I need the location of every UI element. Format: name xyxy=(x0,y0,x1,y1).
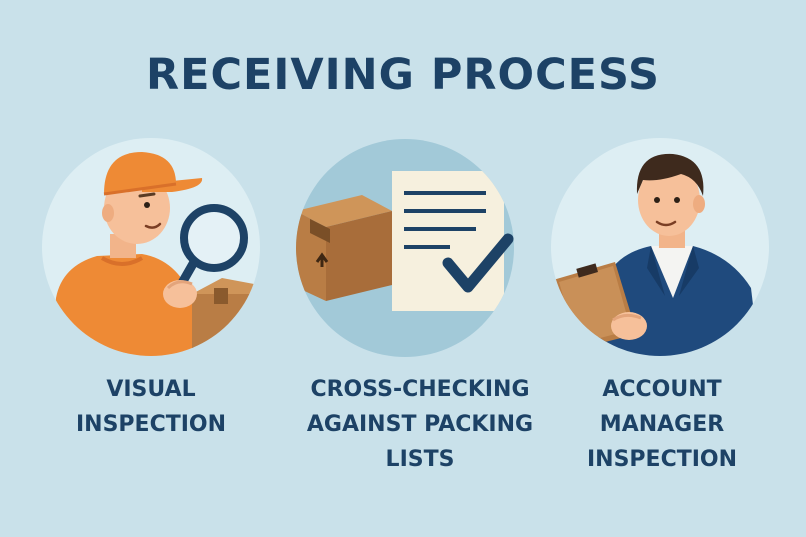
account-manager-illustration xyxy=(551,138,769,356)
label-line: AGAINST PACKING xyxy=(306,412,534,437)
step-label-visual-inspection: VISUAL INSPECTION xyxy=(21,372,281,442)
visual-inspection-illustration xyxy=(42,138,260,356)
worker-with-magnifier-icon xyxy=(52,152,254,356)
label-line: INSPECTION xyxy=(586,447,738,472)
label-line: INSPECTION xyxy=(75,412,227,437)
box-and-checklist-icon xyxy=(296,171,514,311)
label-line: CROSS-CHECKING xyxy=(310,377,530,402)
step-label-cross-checking: CROSS-CHECKING AGAINST PACKING LISTS xyxy=(290,372,550,477)
label-line: ACCOUNT xyxy=(602,377,722,402)
manager-with-clipboard-icon xyxy=(553,153,759,356)
label-line: VISUAL xyxy=(106,377,196,402)
label-line: LISTS xyxy=(385,447,455,472)
step-label-account-manager: ACCOUNT MANAGER INSPECTION xyxy=(532,372,792,477)
label-line: MANAGER xyxy=(599,412,725,437)
cross-checking-illustration xyxy=(296,139,514,357)
page-title: RECEIVING PROCESS xyxy=(145,50,661,100)
